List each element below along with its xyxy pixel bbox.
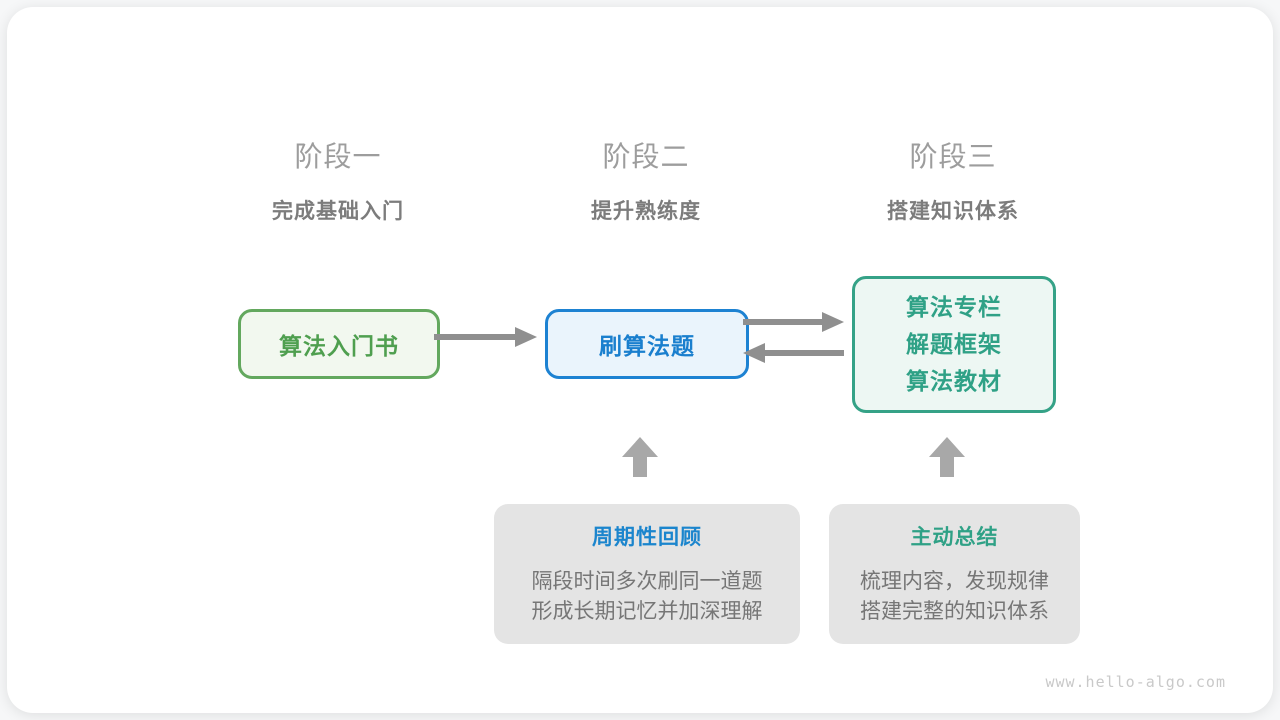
flow-box-knowledge-resources: 算法专栏 解题框架 算法教材 [852, 276, 1056, 413]
resource-line-framework: 解题框架 [906, 331, 1002, 357]
note-body-active-summary: 梳理内容，发现规律 搭建完整的知识体系 [829, 567, 1080, 627]
stage-2-subtitle: 提升熟练度 [591, 200, 701, 223]
diagram-card: 阶段一 完成基础入门 阶段二 提升熟练度 阶段三 搭建知识体系 算法入门书 刷算… [7, 7, 1273, 713]
note-title-periodic-review: 周期性回顾 [592, 526, 702, 549]
note-box-periodic-review: 周期性回顾 隔段时间多次刷同一道题 形成长期记忆并加深理解 [494, 504, 800, 644]
flow-box-intro-book: 算法入门书 [238, 309, 440, 379]
stage-3-label: 阶段三 [909, 141, 997, 172]
note-line: 隔段时间多次刷同一道题 [531, 570, 763, 593]
watermark-url: www.hello-algo.com [1045, 673, 1226, 691]
note-line: 搭建完整的知识体系 [860, 600, 1049, 623]
note-line: 形成长期记忆并加深理解 [531, 600, 763, 623]
resource-line-column: 算法专栏 [906, 294, 1002, 320]
stage-1-header: 阶段一 完成基础入门 [178, 135, 498, 225]
note-box-active-summary: 主动总结 梳理内容，发现规律 搭建完整的知识体系 [829, 504, 1080, 644]
stage-3-subtitle: 搭建知识体系 [887, 200, 1019, 223]
stage-2-header: 阶段二 提升熟练度 [486, 135, 806, 225]
stage-1-label: 阶段一 [294, 141, 382, 172]
note-body-periodic-review: 隔段时间多次刷同一道题 形成长期记忆并加深理解 [494, 567, 800, 627]
flow-box-practice-problems: 刷算法题 [545, 309, 749, 379]
stage-2-label: 阶段二 [602, 141, 690, 172]
stage-1-subtitle: 完成基础入门 [272, 200, 404, 223]
note-title-active-summary: 主动总结 [910, 526, 999, 549]
stage-3-header: 阶段三 搭建知识体系 [793, 135, 1113, 225]
note-line: 梳理内容，发现规律 [860, 570, 1049, 593]
resource-line-textbook: 算法教材 [906, 368, 1002, 394]
